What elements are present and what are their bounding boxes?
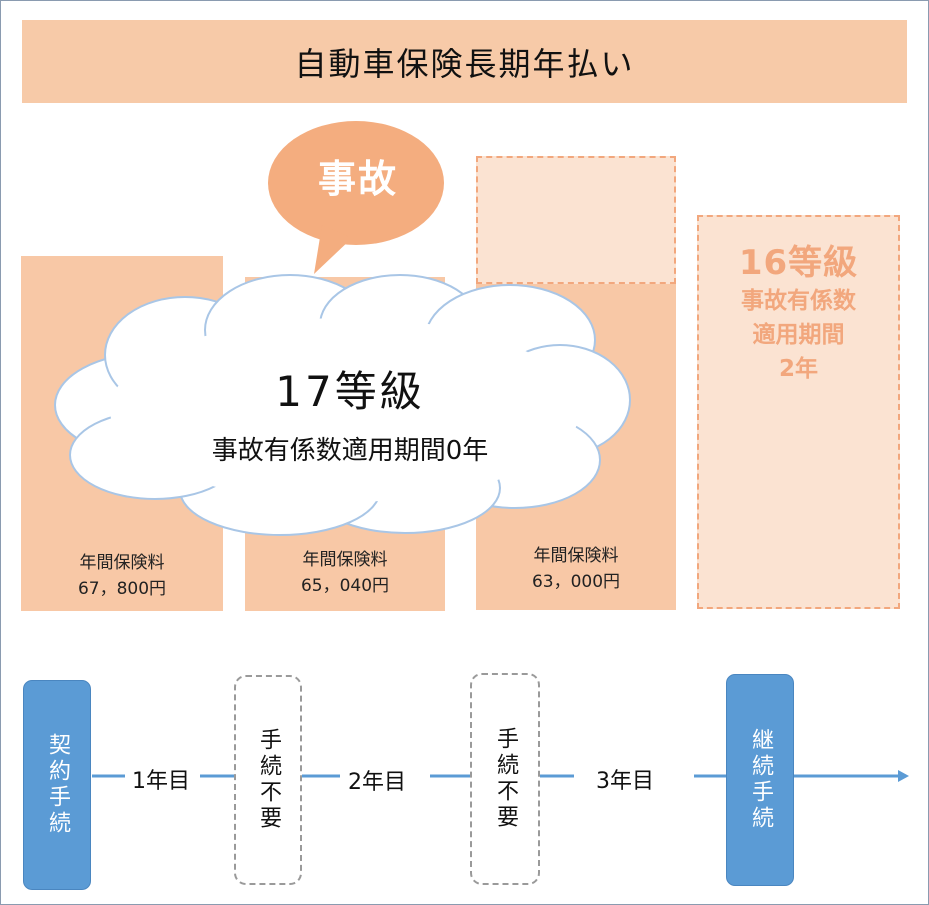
contract-procedure-label: 契約手続 (45, 733, 70, 837)
no-procedure-box-2: 手続不要 (470, 673, 540, 885)
bar2-label: 年間保険料 (302, 550, 388, 570)
bar1-label: 年間保険料 (79, 553, 165, 573)
year1-label: 1年目 (128, 763, 194, 795)
bar3-label: 年間保険料 (533, 546, 619, 566)
no-procedure-label-2: 手続不要 (493, 727, 518, 831)
future-line1: 事故有係数 (741, 288, 856, 314)
no-procedure-box-1: 手続不要 (234, 675, 302, 885)
diagram-title: 自動車保険長期年払い (294, 44, 635, 83)
timeline-arrowhead (898, 770, 909, 782)
renewal-procedure-label: 継続手続 (748, 728, 773, 832)
accident-speech-bubble (268, 121, 444, 274)
cloud-subtext: 事故有係数適用期間0年 (211, 436, 489, 466)
cloud-fill (110, 318, 580, 502)
no-procedure-label-1: 手続不要 (256, 728, 281, 832)
future-grade: 16等級 (738, 243, 859, 283)
accident-label: 事故 (317, 157, 398, 201)
future-line3: 2年 (778, 356, 818, 382)
bar3-amount: 63，000円 (531, 572, 621, 592)
year3-label: 3年目 (592, 763, 658, 795)
bar2-amount: 65，040円 (300, 576, 390, 596)
bar1-amount: 67，800円 (77, 579, 167, 599)
contract-procedure-box: 契約手続 (23, 680, 91, 890)
cloud-grade: 17等級 (275, 367, 425, 416)
premium-bar-year3-dashed-top (476, 156, 676, 284)
future-line2: 適用期間 (752, 322, 845, 348)
renewal-procedure-box: 継続手続 (726, 674, 794, 886)
future-grade-bar: 16等級 事故有係数 適用期間 2年 (697, 215, 900, 609)
title-banner: 自動車保険長期年払い (22, 20, 907, 103)
year2-label: 2年目 (344, 764, 410, 796)
